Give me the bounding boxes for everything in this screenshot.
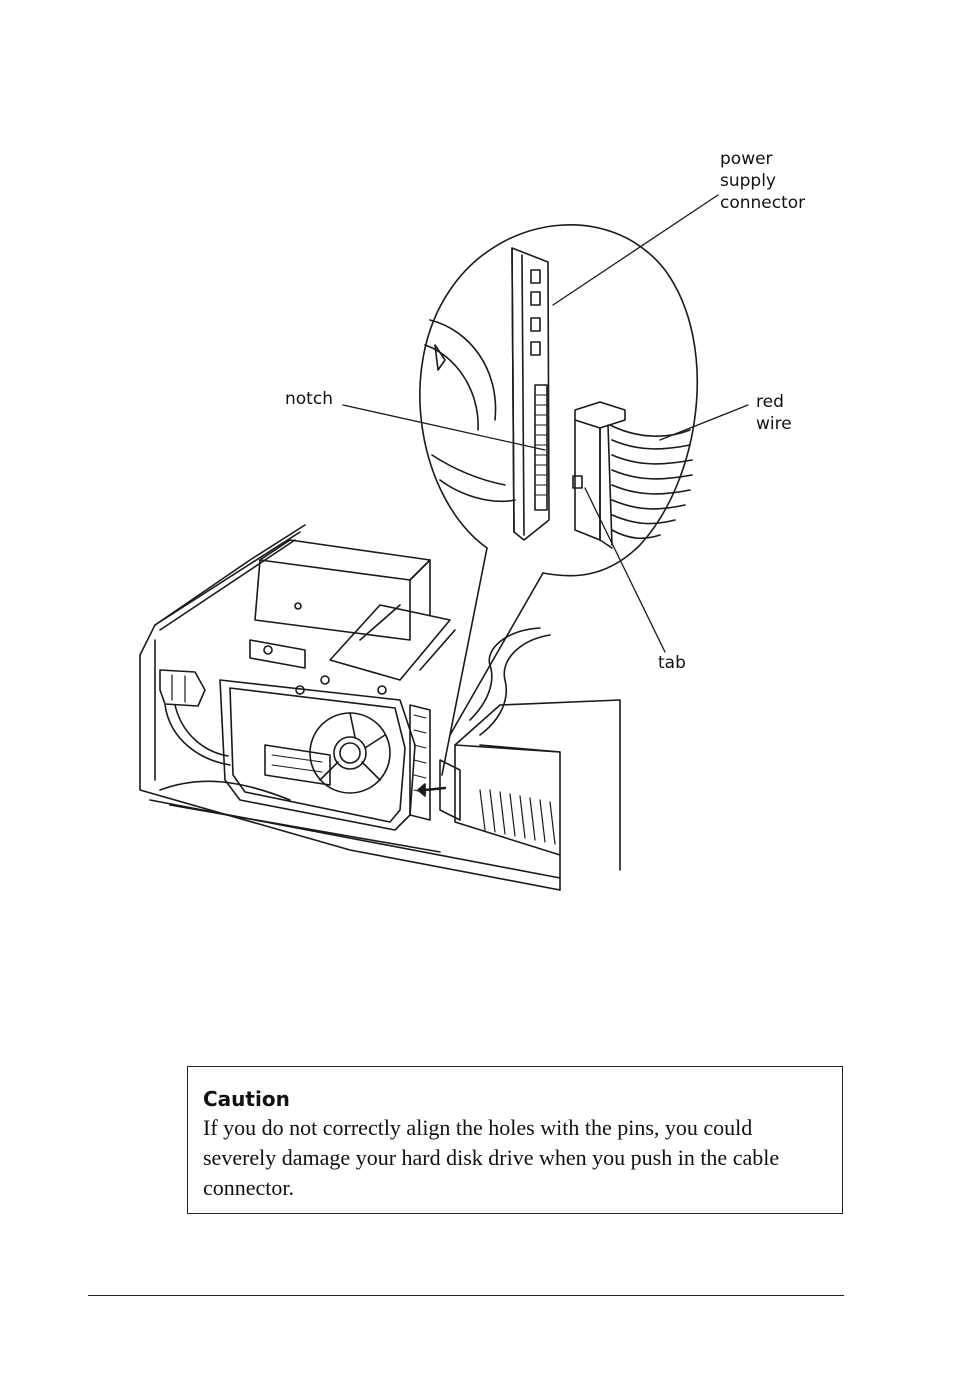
notch-label: notch — [285, 389, 333, 409]
zoom-cone-left — [441, 547, 488, 776]
footer-divider — [88, 1295, 844, 1296]
leader-tab — [584, 487, 666, 653]
caution-title: Caution — [203, 1087, 290, 1111]
zoom-circle — [419, 224, 698, 577]
caution-box: Caution If you do not correctly align th… — [187, 1066, 843, 1214]
caution-text: If you do not correctly align the holes … — [203, 1115, 780, 1200]
leader-notch — [342, 404, 546, 451]
leader-power-supply — [552, 194, 719, 306]
hard-drive-outline — [219, 679, 416, 831]
hard-disk-cable-illustration: power supply connector notch red wire ta… — [139, 149, 806, 891]
leader-red-wire — [659, 404, 749, 441]
power-supply-connector-label: power supply connector — [720, 149, 806, 213]
zoom-cone-right — [449, 572, 544, 736]
tab-label: tab — [658, 653, 686, 673]
red-wire-label: red wire — [756, 392, 792, 434]
line-drawing — [139, 194, 749, 891]
